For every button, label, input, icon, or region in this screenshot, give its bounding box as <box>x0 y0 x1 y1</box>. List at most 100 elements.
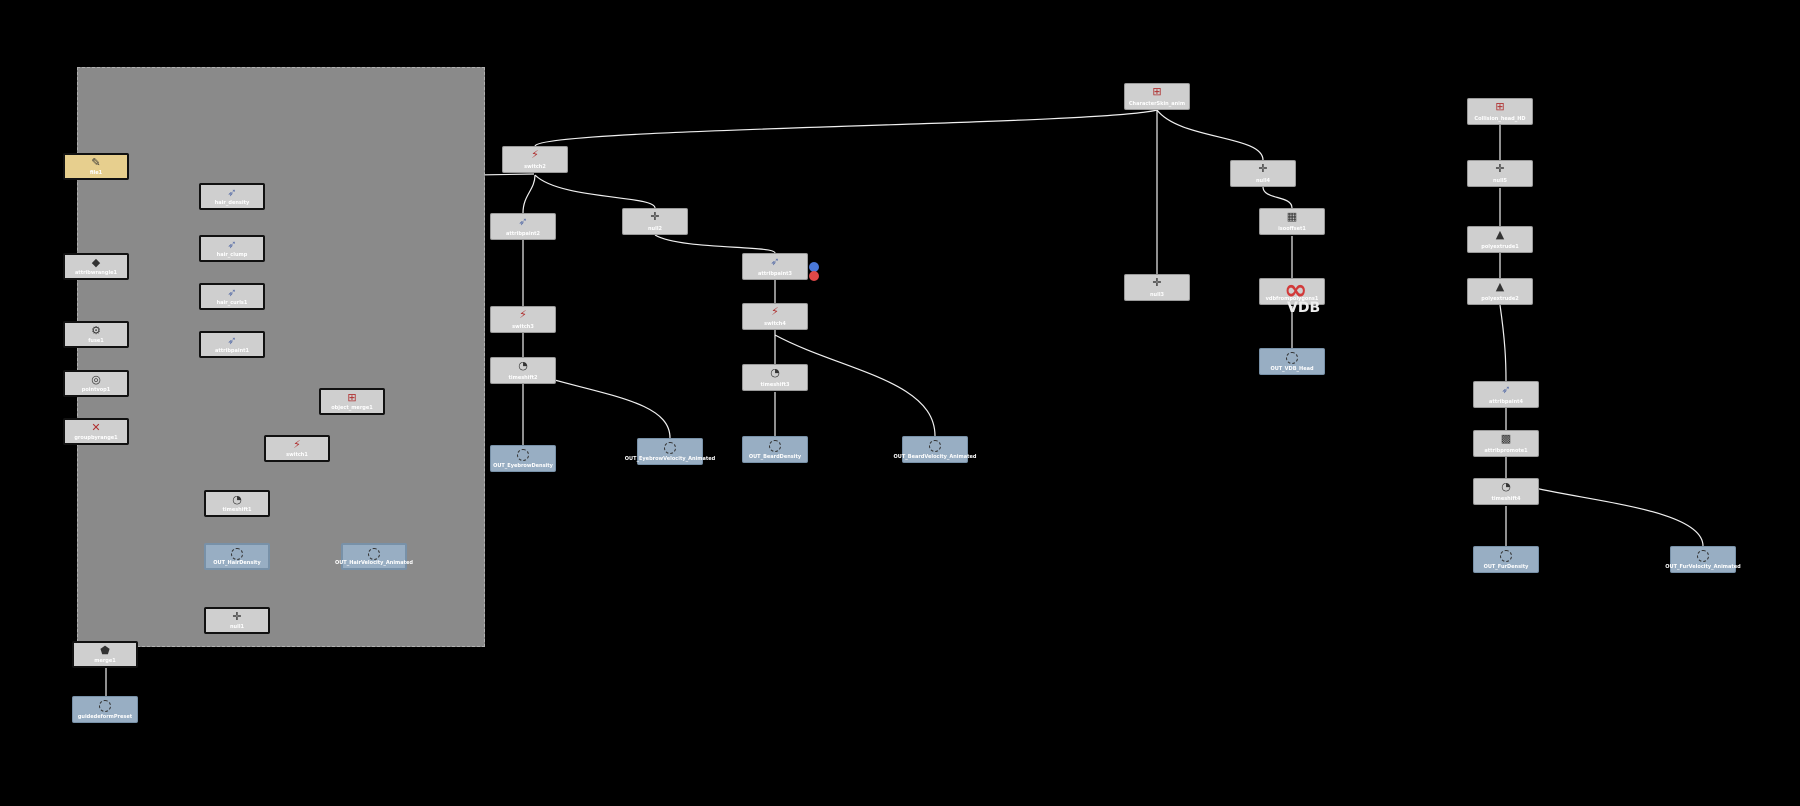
fuse-icon: ⚙ <box>91 324 101 337</box>
brush-icon: ➶ <box>770 255 780 268</box>
output-icon <box>929 440 941 452</box>
output-icon <box>1286 352 1298 364</box>
output-icon <box>99 700 111 712</box>
node-out-hairdensity[interactable]: OUT_HairDensity <box>204 543 270 570</box>
node-attribwrangle1[interactable]: ◆ attribwrangle1 <box>63 253 129 280</box>
promote-icon: ▩ <box>1500 432 1512 445</box>
output-icon <box>368 548 380 560</box>
node-switch2[interactable]: ⚡ switch2 <box>502 146 568 173</box>
node-timeshift3[interactable]: ◔ timeshift3 <box>742 364 808 391</box>
feather-icon: ➶ <box>227 286 237 299</box>
node-attribpaint4[interactable]: ➶ attribpaint4 <box>1473 381 1539 408</box>
wrangle-icon: ◆ <box>91 256 101 269</box>
null-icon: ✛ <box>1258 162 1268 175</box>
display-flag[interactable] <box>809 262 819 272</box>
wire <box>654 234 776 254</box>
brush-icon: ➶ <box>1501 383 1511 396</box>
brush-icon: ➶ <box>518 215 528 228</box>
node-attribpaint2[interactable]: ➶ attribpaint2 <box>490 213 556 240</box>
node-hair-density[interactable]: ➶ hair_density <box>199 183 265 210</box>
null-icon: ✛ <box>1152 276 1162 289</box>
node-null4[interactable]: ✛ null4 <box>1230 160 1296 187</box>
node-switch3[interactable]: ⚡ switch3 <box>490 306 556 333</box>
node-out-vdb-head[interactable]: OUT_VDB_Head <box>1259 348 1325 375</box>
null-icon: ✛ <box>1495 162 1505 175</box>
file-icon: ✎ <box>91 156 101 169</box>
node-null5[interactable]: ✛ null5 <box>1467 160 1533 187</box>
object-merge-icon: ⊞ <box>1495 100 1505 113</box>
switch-icon: ⚡ <box>531 148 539 161</box>
node-timeshift2[interactable]: ◔ timeshift2 <box>490 357 556 384</box>
node-timeshift1[interactable]: ◔ timeshift1 <box>204 490 270 517</box>
node-hair-curls1[interactable]: ➶ hair_curls1 <box>199 283 265 310</box>
node-polyextrude2[interactable]: ▲ polyextrude2 <box>1467 278 1533 305</box>
extrude-icon: ▲ <box>1495 228 1505 241</box>
wire <box>534 109 1158 147</box>
node-switch1[interactable]: ⚡ switch1 <box>264 435 330 462</box>
node-timeshift4[interactable]: ◔ timeshift4 <box>1473 478 1539 505</box>
null-icon: ✛ <box>650 210 660 223</box>
node-pointvop1[interactable]: ◎ pointvop1 <box>63 370 129 397</box>
clock-icon: ◔ <box>770 366 780 379</box>
node-out-beardvelocity[interactable]: OUT_BeardVelocity_Animated <box>894 436 976 463</box>
node-attribpaint1[interactable]: ➶ attribpaint1 <box>199 331 265 358</box>
node-attribpromote1[interactable]: ▩ attribpromote1 <box>1473 430 1539 457</box>
node-vdbfrompolygons1[interactable]: vdbfrompolygons1 <box>1259 278 1325 305</box>
node-out-bearddensity[interactable]: OUT_BeardDensity <box>742 436 808 463</box>
wire <box>522 174 536 214</box>
switch-icon: ⚡ <box>771 305 779 318</box>
output-icon <box>1500 550 1512 562</box>
switch-icon: ⚡ <box>519 308 527 321</box>
wire <box>774 334 936 437</box>
output-icon <box>231 548 243 560</box>
node-collision-head[interactable]: ⊞ Collision_head_HD <box>1467 98 1533 125</box>
node-object-merge1[interactable]: ⊞ object_merge1 <box>319 388 385 415</box>
vdb-infinity-icon: ∞ <box>1284 273 1308 306</box>
vdb-badge: ∞ VDB <box>1284 276 1324 317</box>
node-character-skin[interactable]: ⊞ CharacterSkin_anim <box>1124 83 1190 110</box>
node-null3[interactable]: ✛ null3 <box>1124 274 1190 301</box>
node-switch4[interactable]: ⚡ switch4 <box>742 303 808 330</box>
object-merge-icon: ⊞ <box>347 391 357 404</box>
brush-icon: ➶ <box>227 334 237 347</box>
output-icon <box>517 449 529 461</box>
output-icon <box>664 442 676 454</box>
clock-icon: ◔ <box>232 493 242 506</box>
object-merge-icon: ⊞ <box>1152 85 1162 98</box>
node-isooffset1[interactable]: ▦ isooffset1 <box>1259 208 1325 235</box>
clock-icon: ◔ <box>518 359 528 372</box>
node-polyextrude1[interactable]: ▲ polyextrude1 <box>1467 226 1533 253</box>
extrude-icon: ▲ <box>1495 280 1505 293</box>
vop-icon: ◎ <box>91 373 101 386</box>
node-file1[interactable]: ✎ file1 <box>63 153 129 180</box>
output-icon <box>769 440 781 452</box>
node-out-eyebrowdensity[interactable]: OUT_EyebrowDensity <box>490 445 556 472</box>
node-groupbyrange1[interactable]: ✕ groupbyrange1 <box>63 418 129 445</box>
switch-icon: ⚡ <box>293 438 301 451</box>
feather-icon: ➶ <box>227 186 237 199</box>
clock-icon: ◔ <box>1501 480 1511 493</box>
wire <box>534 174 656 209</box>
node-fuse1[interactable]: ⚙ fuse1 <box>63 321 129 348</box>
node-out-hairvelocity[interactable]: OUT_HairVelocity_Animated <box>335 543 413 570</box>
vdb-badge-text: VDB <box>1287 300 1321 316</box>
node-out-furdensity[interactable]: OUT_FurDensity <box>1473 546 1539 573</box>
node-null2[interactable]: ✛ null2 <box>622 208 688 235</box>
wire <box>1156 109 1264 161</box>
group-icon: ✕ <box>91 421 101 434</box>
node-guidedeformpreset[interactable]: guidedeformPreset <box>72 696 138 723</box>
node-null1[interactable]: ✛ null1 <box>204 607 270 634</box>
network-box[interactable] <box>77 67 485 647</box>
node-out-eyebrowvelocity[interactable]: OUT_EyebrowVelocity_Animated <box>625 438 715 465</box>
node-merge1[interactable]: ⬟ merge1 <box>72 641 138 668</box>
node-out-furvelocity[interactable]: OUT_FurVelocity_Animated <box>1665 546 1741 573</box>
bypass-flag[interactable] <box>809 271 819 281</box>
isooffset-icon: ▦ <box>1286 210 1298 223</box>
wire <box>1262 186 1293 209</box>
merge-icon: ⬟ <box>100 644 110 657</box>
wire <box>1499 304 1507 382</box>
node-attribpaint3[interactable]: ➶ attribpaint3 <box>742 253 808 280</box>
output-icon <box>1697 550 1709 562</box>
node-hair-clump[interactable]: ➶ hair_clump <box>199 235 265 262</box>
null-icon: ✛ <box>232 610 242 623</box>
